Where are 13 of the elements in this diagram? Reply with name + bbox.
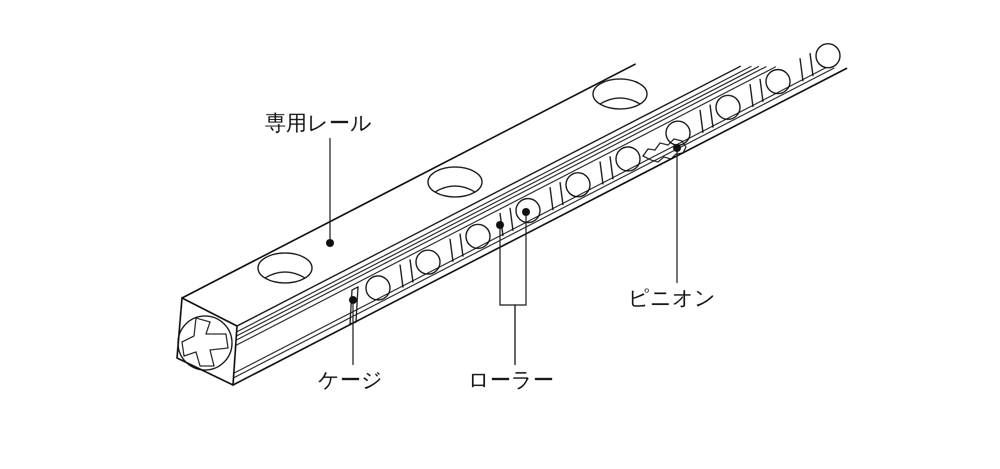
part-label: ケージ bbox=[318, 367, 383, 393]
part-label: 専用レール bbox=[265, 110, 372, 136]
part-label: ピニオン bbox=[628, 285, 716, 311]
part-label: ローラー bbox=[468, 367, 554, 393]
leader-dot bbox=[522, 208, 530, 216]
leader-dot bbox=[496, 221, 504, 229]
leader-dot bbox=[326, 239, 334, 247]
leader-dot bbox=[349, 296, 357, 304]
leader-line bbox=[676, 152, 678, 283]
leader-line bbox=[352, 304, 354, 365]
leader-line bbox=[514, 216, 527, 365]
leader-dot bbox=[673, 144, 681, 152]
leader-line bbox=[329, 138, 331, 239]
